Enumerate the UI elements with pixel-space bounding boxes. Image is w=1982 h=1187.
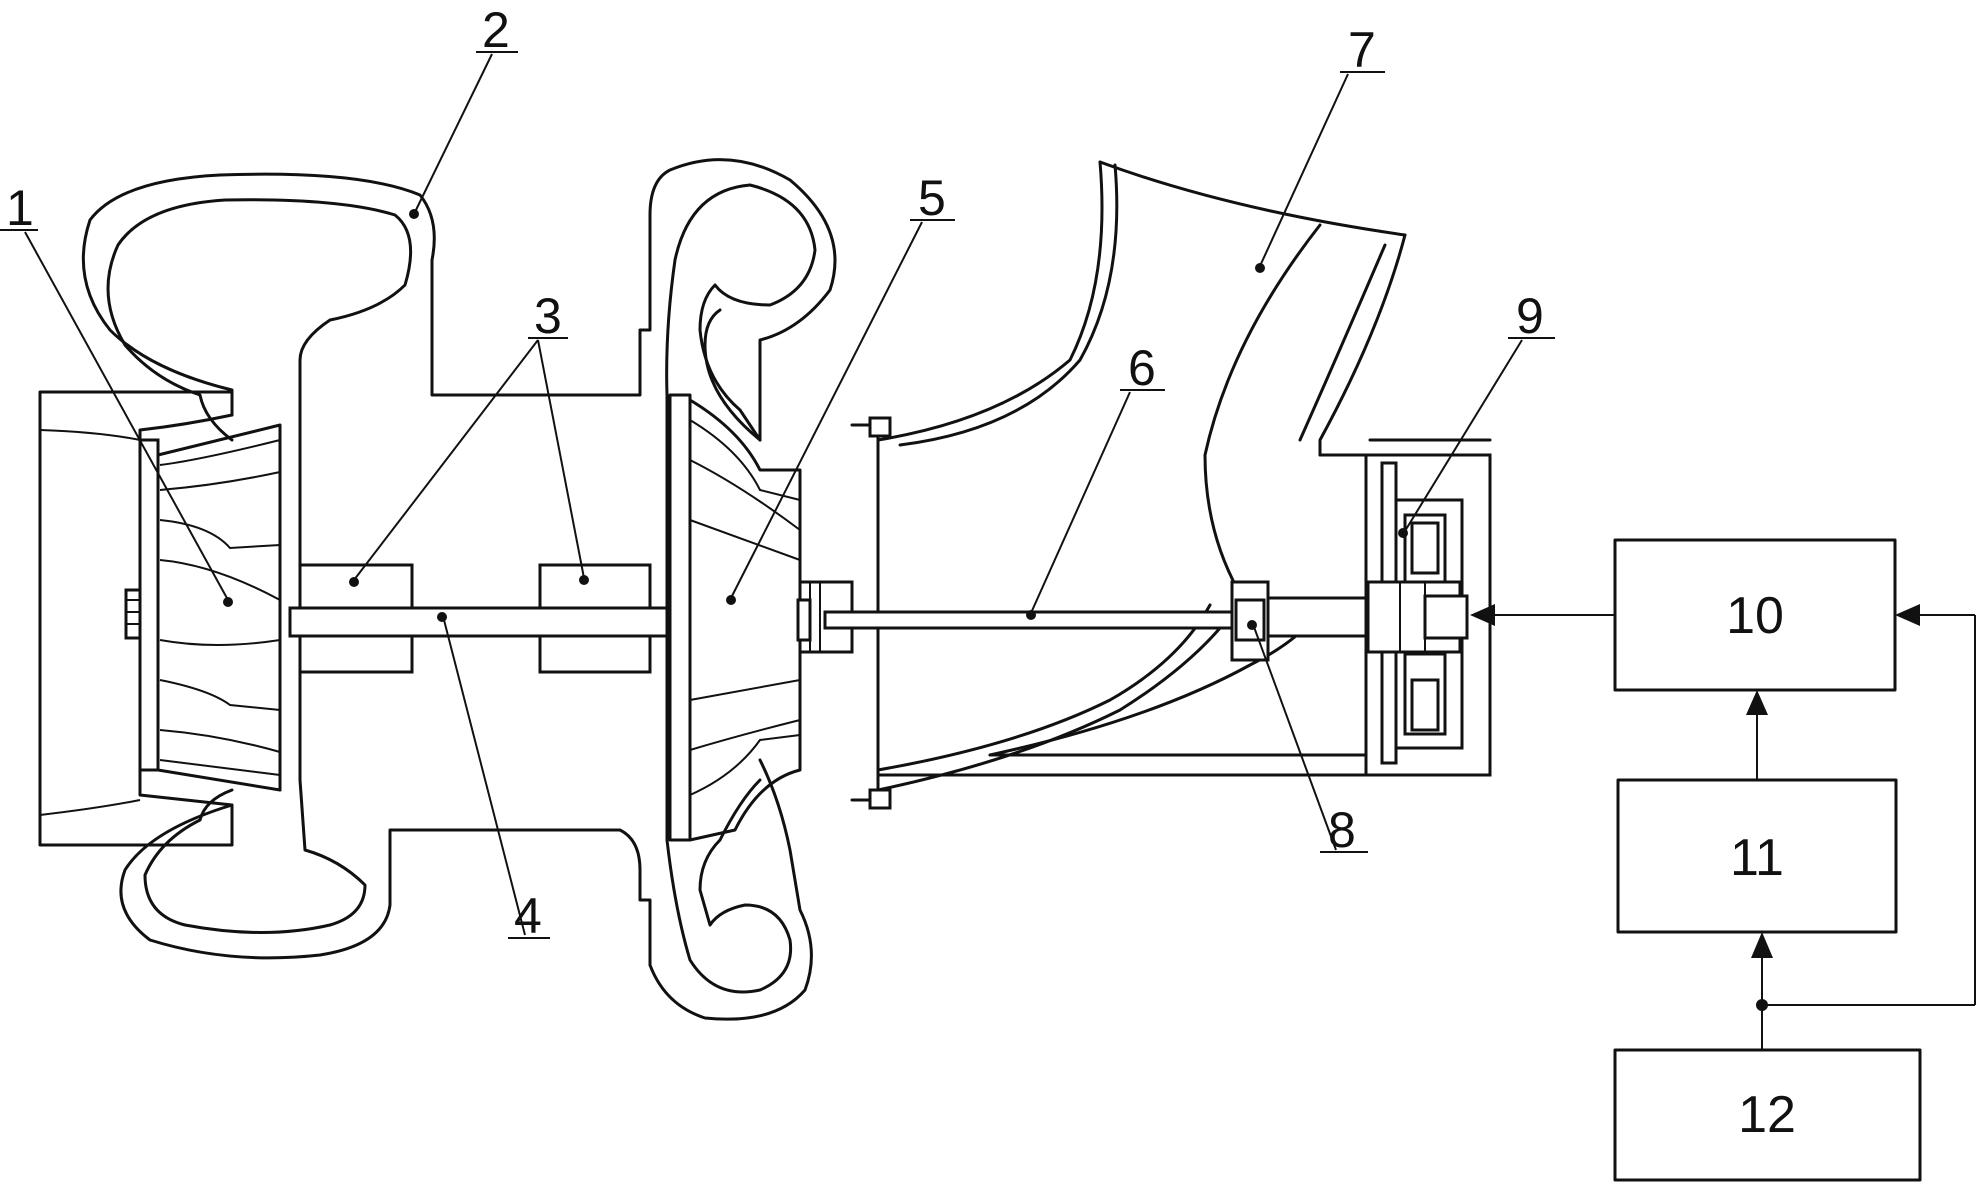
actuator-housing	[1364, 453, 1492, 777]
label-1: 1	[6, 180, 34, 236]
signal-lines	[1470, 604, 1976, 1050]
block-12-label: 12	[1738, 1086, 1796, 1144]
label-6: 6	[1128, 340, 1156, 396]
block-10-label: 10	[1726, 587, 1784, 645]
label-2: 2	[482, 2, 510, 58]
main-shaft	[288, 606, 672, 638]
actuator-rod	[823, 610, 1237, 630]
label-9: 9	[1516, 288, 1544, 344]
compressor-wheel	[124, 423, 282, 792]
label-3: 3	[534, 288, 562, 344]
control-block-10: 10	[1613, 538, 1897, 692]
control-block-11: 11	[1616, 778, 1898, 934]
label-4: 4	[514, 888, 542, 944]
turbine-volute	[648, 158, 837, 1021]
coupling	[1230, 580, 1370, 662]
leader-lines	[0, 51, 1555, 939]
part-labels: 1 2 3 4 5 6 7 8 9	[6, 2, 1544, 944]
block-11-label: 11	[1730, 829, 1784, 887]
compressor-inlet-flange	[38, 390, 234, 847]
label-8: 8	[1328, 802, 1356, 858]
label-7: 7	[1348, 22, 1376, 78]
control-block-12: 12	[1613, 1048, 1922, 1182]
label-5: 5	[918, 170, 946, 226]
